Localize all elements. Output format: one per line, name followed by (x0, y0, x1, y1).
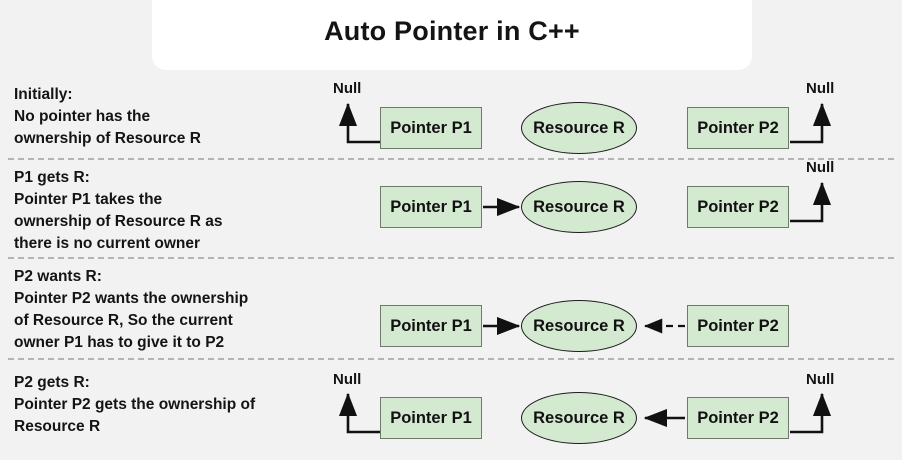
row2-pointer-p2-box[interactable]: Pointer P2 (687, 186, 789, 228)
divider-3 (8, 358, 894, 360)
title-banner: Auto Pointer in C++ (152, 0, 752, 70)
row-p2-wants-r-description: P2 wants R: Pointer P2 wants the ownersh… (14, 268, 249, 351)
row4-p2-null-arrow (790, 392, 832, 434)
row3-pointer-p1-box[interactable]: Pointer P1 (380, 305, 482, 347)
row1-p1-null-arrow (338, 102, 380, 144)
row-initially-description: Initially: No pointer has the ownership … (14, 86, 201, 147)
row4-p1-null-arrow (338, 392, 380, 434)
row1-p2-null-arrow (790, 102, 832, 144)
divider-2 (8, 257, 894, 259)
row3-pointer-p2-box[interactable]: Pointer P2 (687, 305, 789, 347)
row4-p2-null-label: Null (806, 371, 835, 388)
row2-resource-r-ellipse[interactable]: Resource R (521, 181, 637, 233)
row4-pointer-p2-box[interactable]: Pointer P2 (687, 397, 789, 439)
page-title: Auto Pointer in C++ (324, 16, 580, 46)
row3-resource-r-ellipse[interactable]: Resource R (521, 300, 637, 352)
row1-p2-null-label: Null (806, 80, 835, 97)
row2-pointer-p1-box[interactable]: Pointer P1 (380, 186, 482, 228)
row1-pointer-p2-box[interactable]: Pointer P2 (687, 107, 789, 149)
divider-1 (8, 158, 894, 160)
row1-p1-null-label: Null (333, 80, 362, 97)
row-p1-gets-r-description: P1 gets R: Pointer P1 takes the ownershi… (14, 169, 223, 252)
row1-resource-r-ellipse[interactable]: Resource R (521, 102, 637, 154)
row2-p2-null-arrow (790, 181, 832, 223)
row4-resource-r-ellipse[interactable]: Resource R (521, 392, 637, 444)
row-p2-gets-r-description: P2 gets R: Pointer P2 gets the ownership… (14, 374, 256, 435)
row4-pointer-p1-box[interactable]: Pointer P1 (380, 397, 482, 439)
row4-p1-null-label: Null (333, 371, 362, 388)
row2-p2-null-label: Null (806, 159, 835, 176)
row1-pointer-p1-box[interactable]: Pointer P1 (380, 107, 482, 149)
